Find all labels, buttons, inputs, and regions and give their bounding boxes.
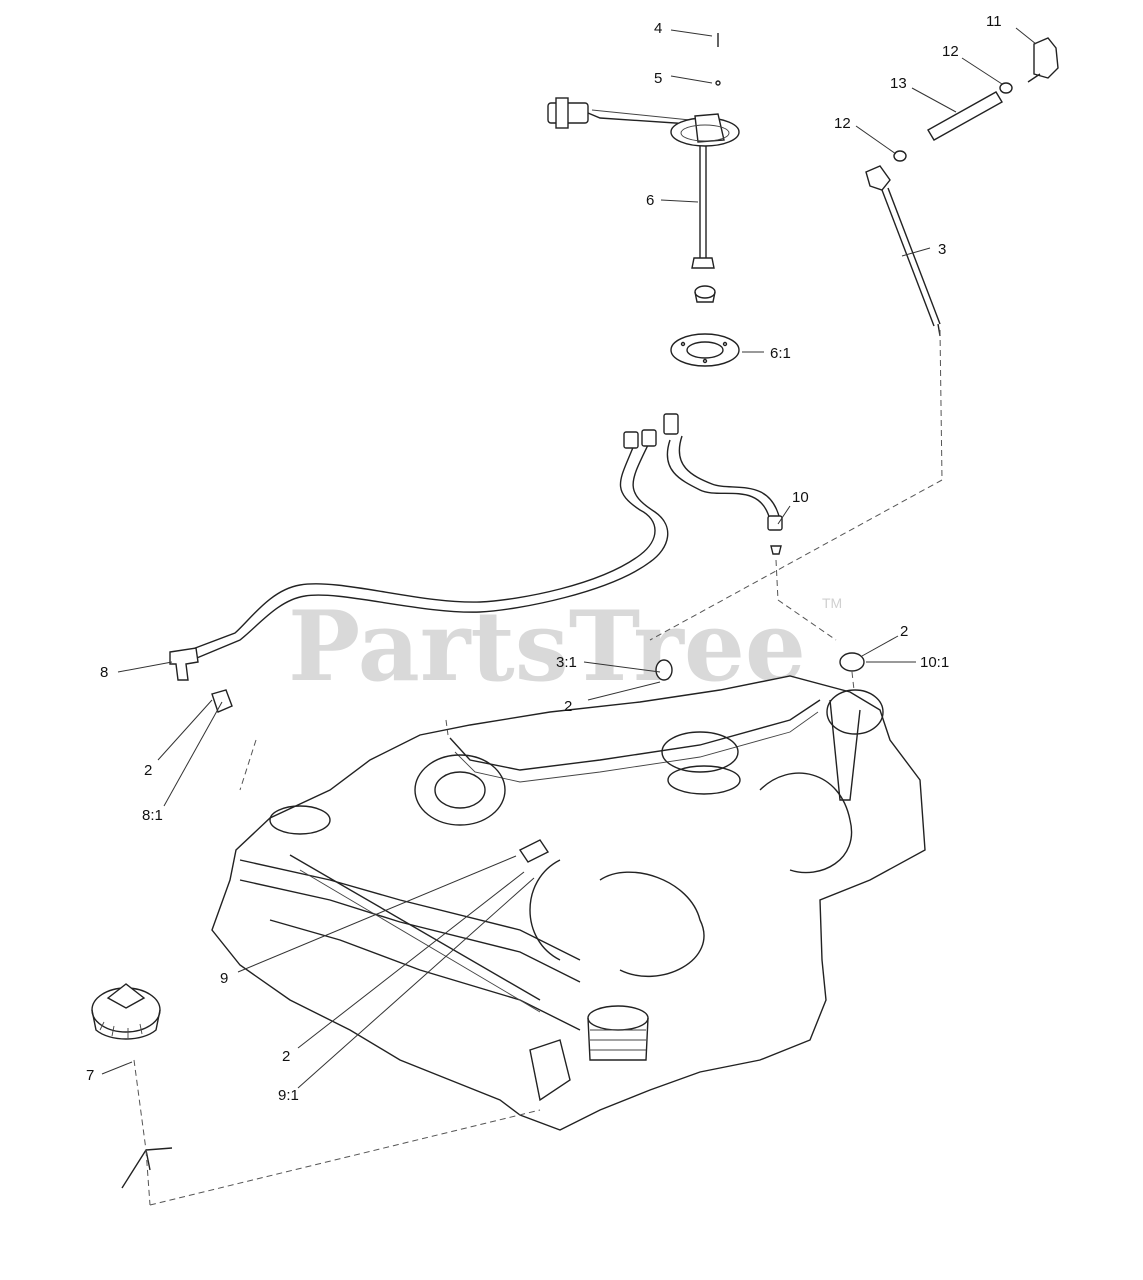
- callout-10: 10: [792, 489, 809, 506]
- callout-labels: 4 5 6 6:1 11 12 13 12 3 10 2 10:1 3:1 2 …: [86, 13, 1002, 1104]
- fuel-tank: [211, 675, 926, 1131]
- callout-4: 4: [654, 20, 662, 37]
- callout-10-1: 10:1: [920, 654, 949, 671]
- callout-2-left: 2: [144, 762, 152, 779]
- vent-hose-assembly: [169, 413, 865, 713]
- assembly-lines: [145, 329, 943, 1206]
- callout-2-right: 2: [900, 623, 908, 640]
- callout-7: 7: [86, 1067, 94, 1084]
- callout-8: 8: [100, 664, 108, 681]
- fuel-cap: [91, 983, 173, 1189]
- callout-12-top: 12: [942, 43, 959, 60]
- callout-2-mid: 2: [564, 698, 572, 715]
- callout-6: 6: [646, 192, 654, 209]
- callout-5: 5: [654, 70, 662, 87]
- callout-6-1: 6:1: [770, 345, 791, 362]
- callout-3-1: 3:1: [556, 654, 577, 671]
- callout-3: 3: [938, 241, 946, 258]
- callout-2-bottom: 2: [282, 1048, 290, 1065]
- partstree-watermark: PartsTree: [288, 590, 806, 703]
- fuel-sender-assembly: [547, 33, 740, 367]
- callout-12-left: 12: [834, 115, 851, 132]
- callout-9: 9: [220, 970, 228, 987]
- callout-9-1: 9:1: [278, 1087, 299, 1104]
- callout-13: 13: [890, 75, 907, 92]
- callout-11: 11: [986, 13, 1002, 30]
- leader-lines: [101, 27, 1037, 1089]
- callout-8-1: 8:1: [142, 807, 163, 824]
- trademark-mark: TM: [822, 595, 842, 611]
- fuel-line-assembly: [865, 37, 1059, 337]
